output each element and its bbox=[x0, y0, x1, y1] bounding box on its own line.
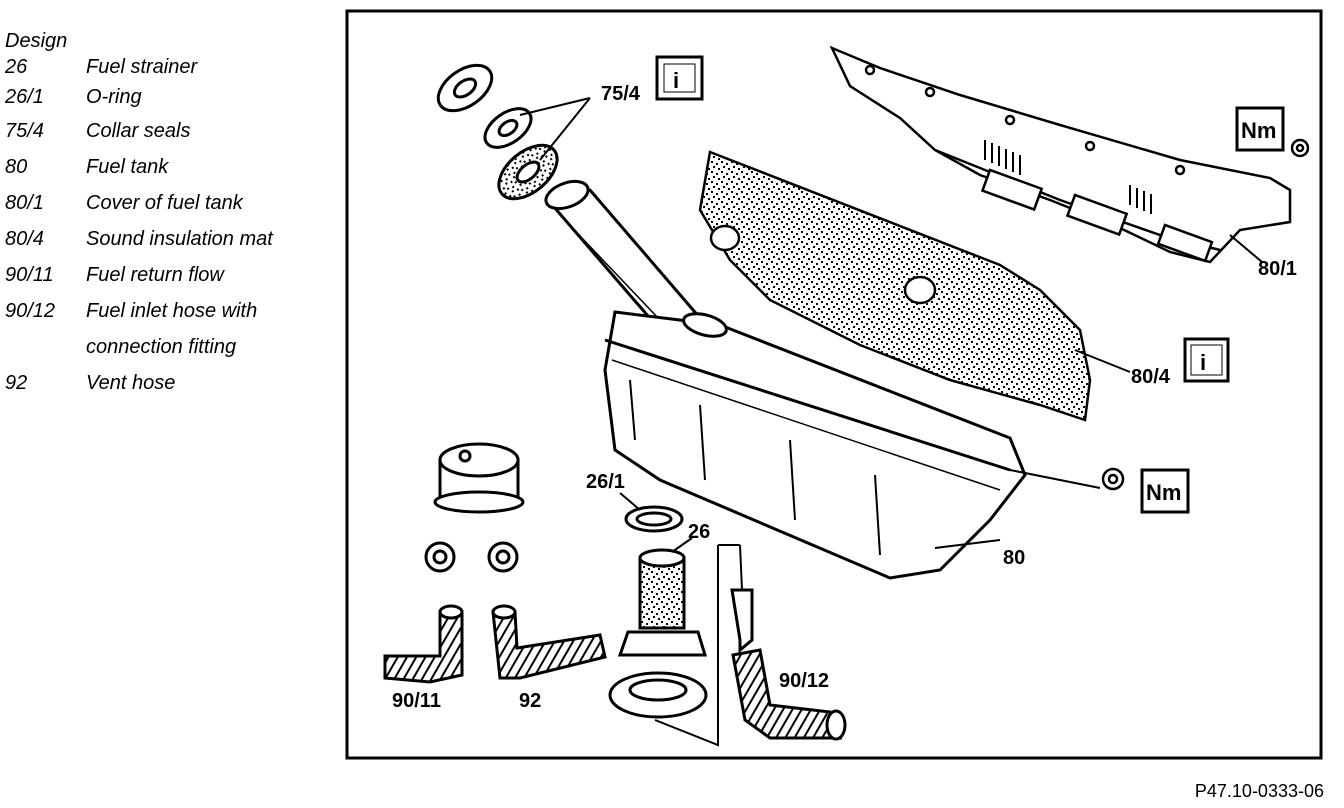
legend-row: 80 Fuel tank bbox=[5, 150, 335, 186]
tank-nut-drawing bbox=[1101, 467, 1125, 491]
legend-desc: Fuel strainer bbox=[86, 56, 198, 78]
torque-box: Nm bbox=[1140, 468, 1190, 514]
legend-desc: Sound insulation mat bbox=[86, 228, 273, 250]
legend-row: 80/1 Cover of fuel tank bbox=[5, 186, 335, 222]
collar-seals-drawing bbox=[436, 63, 559, 201]
legend-row: 80/4 Sound insulation mat bbox=[5, 222, 335, 258]
insulation-mat-drawing bbox=[698, 150, 1092, 422]
callout-80-1: 80/1 bbox=[1258, 258, 1297, 280]
info-icon: i bbox=[673, 68, 679, 93]
sender-unit-drawing bbox=[433, 442, 525, 514]
legend-desc: Fuel tank bbox=[86, 156, 169, 178]
info-icon: i bbox=[1200, 350, 1206, 375]
legend-code: 90/12 bbox=[5, 300, 56, 322]
legend-code: 80/4 bbox=[5, 228, 44, 250]
return-hose-drawing bbox=[383, 604, 464, 684]
callout-26: 26 bbox=[688, 521, 710, 543]
callout-90-12: 90/12 bbox=[779, 670, 829, 692]
legend-code: 92 bbox=[5, 372, 28, 394]
legend-desc: O-ring bbox=[86, 86, 142, 108]
fuel-tank-drawing bbox=[603, 310, 1027, 580]
legend: Design 26 Fuel strainer 26/1 O-ring 75/4… bbox=[5, 28, 335, 402]
o-ring-drawing bbox=[624, 505, 684, 533]
torque-icon: Nm bbox=[1241, 118, 1276, 143]
legend-code: 75/4 bbox=[5, 120, 44, 142]
legend-desc: connection fitting bbox=[86, 336, 237, 358]
torque-icon: Nm bbox=[1146, 480, 1181, 505]
figure-reference: P47.10-0333-06 bbox=[1194, 781, 1324, 801]
callout-75-4: 75/4 bbox=[601, 83, 641, 105]
callout-92: 92 bbox=[519, 690, 541, 712]
legend-code: 26 bbox=[5, 56, 28, 78]
legend-desc: Fuel inlet hose with bbox=[86, 300, 258, 322]
tank-cover-drawing bbox=[829, 45, 1292, 264]
legend-row: 90/11 Fuel return flow bbox=[5, 258, 335, 294]
info-box: i bbox=[655, 55, 704, 101]
callout-80-4: 80/4 bbox=[1131, 366, 1171, 388]
legend-row: 90/12 Fuel inlet hose with bbox=[5, 294, 335, 330]
legend-heading: Design bbox=[5, 30, 68, 52]
legend-row: 26/1 O-ring bbox=[5, 84, 335, 114]
legend-row: 75/4 Collar seals bbox=[5, 114, 335, 150]
torque-box: Nm bbox=[1235, 106, 1285, 152]
legend-code: 80/1 bbox=[5, 192, 44, 214]
legend-desc: Cover of fuel tank bbox=[86, 192, 243, 214]
legend-row: 26 Fuel strainer bbox=[5, 54, 335, 84]
fuel-strainer-drawing bbox=[608, 548, 708, 719]
legend-code: 80 bbox=[5, 156, 28, 178]
legend-code: 90/11 bbox=[5, 264, 54, 286]
legend-desc: Vent hose bbox=[86, 372, 176, 394]
hose-clamps-drawing bbox=[424, 541, 519, 573]
callout-26-1: 26/1 bbox=[586, 471, 625, 493]
legend-row-continued: connection fitting bbox=[5, 330, 335, 366]
info-box: i bbox=[1183, 337, 1230, 383]
diagram-frame bbox=[345, 9, 1323, 760]
legend-desc: Collar seals bbox=[86, 120, 191, 142]
filler-neck-drawing bbox=[544, 179, 703, 332]
inlet-hose-drawing bbox=[730, 588, 847, 741]
legend-code: 26/1 bbox=[5, 86, 44, 108]
vent-hose-drawing bbox=[491, 604, 607, 680]
legend-desc: Fuel return flow bbox=[86, 264, 224, 286]
nut-drawing bbox=[1290, 138, 1310, 158]
callout-90-11: 90/11 bbox=[392, 690, 441, 712]
legend-row: 92 Vent hose bbox=[5, 366, 335, 402]
callout-80: 80 bbox=[1003, 547, 1025, 569]
